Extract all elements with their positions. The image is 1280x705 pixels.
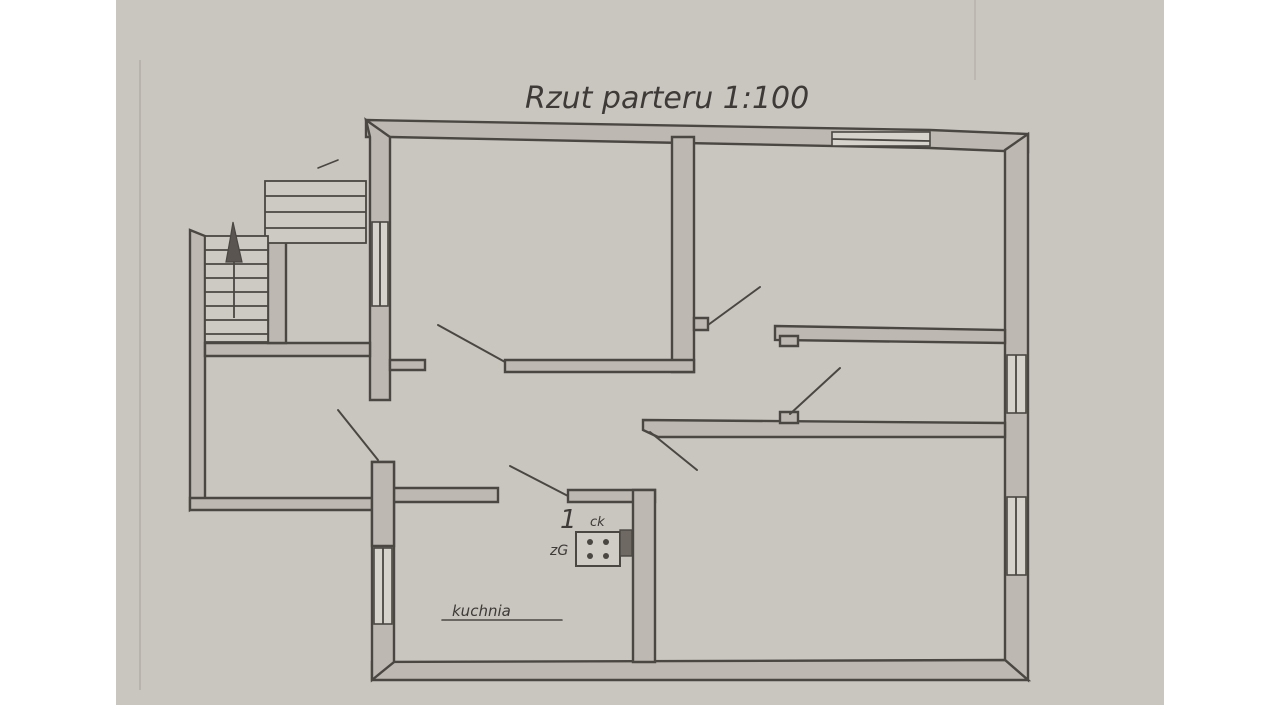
door-room3: [789, 367, 841, 415]
wall-stair-south: [188, 496, 374, 512]
wall-stair-west: [188, 228, 207, 513]
wall-corridor-stub: [388, 358, 427, 372]
floor-plan: 1 ck zG kuchnia: [188, 117, 1032, 683]
door-room2: [707, 286, 761, 326]
door-room1: [437, 324, 506, 363]
kitchen-label: kuchnia: [452, 602, 511, 620]
door-swings: [317, 159, 841, 497]
windows: [371, 131, 1027, 625]
window-north-right: [831, 131, 931, 147]
stair-arrow-icon: [225, 221, 243, 263]
chimney-icon: [619, 529, 633, 557]
window-east-middle: [1006, 354, 1027, 414]
wall-hall-kitchen-north: [392, 486, 500, 504]
window-west-upper: [371, 221, 389, 307]
mark-exterior: [317, 159, 339, 169]
window-east-lower: [1006, 496, 1027, 576]
stove-number: 1: [560, 505, 577, 535]
staircase: [204, 221, 269, 343]
wall-south: [370, 658, 1032, 682]
window-kitchen-west: [373, 547, 393, 625]
door-stair-room: [337, 409, 379, 461]
door-room4: [649, 431, 698, 471]
wall-room1-south: [503, 358, 696, 374]
interior-walls: [203, 135, 1007, 664]
stove-mark: zG: [549, 543, 568, 559]
stove-symbol: ck: [590, 515, 605, 530]
wall-room3-jamb: [778, 334, 800, 348]
kitchen-stove: [575, 529, 633, 567]
wall-room3-north: [773, 324, 1007, 345]
drawing-title: Rzut parteru 1:100: [525, 81, 809, 116]
wall-stair-divider: [266, 234, 288, 345]
wall-stair-landing: [203, 341, 372, 358]
entrance-steps: [264, 180, 367, 244]
wall-room3-door-jamb: [778, 410, 800, 425]
wall-room1-east: [670, 135, 696, 374]
wall-room4-north: [641, 418, 1007, 439]
wall-kitchen-east: [631, 488, 657, 664]
stove-icon: [575, 531, 621, 567]
wall-hall-pier: [370, 460, 396, 548]
wall-room2-door-jamb: [692, 316, 710, 332]
door-kitchen: [509, 465, 569, 497]
